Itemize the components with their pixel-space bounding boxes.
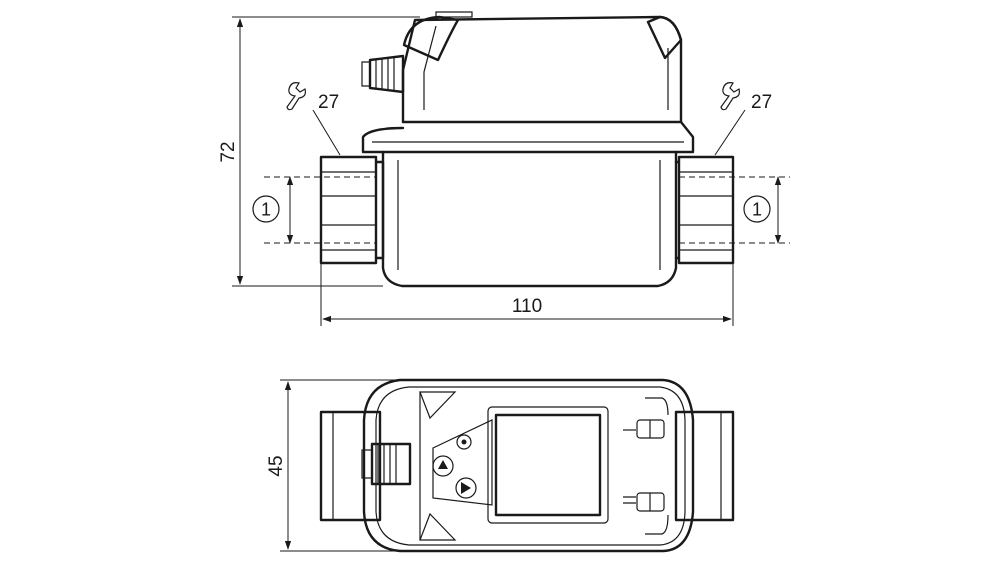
dimension-length-label: 110 <box>512 296 542 317</box>
top-view: 45 <box>266 378 735 553</box>
dimension-width: 45 <box>266 379 400 552</box>
wrench-icon <box>720 82 740 111</box>
top-view-display <box>494 413 602 517</box>
wrench-left: 27 <box>286 82 341 156</box>
right-port <box>674 155 735 265</box>
arrow-right-icon <box>461 482 471 494</box>
callout-right: 1 <box>743 195 771 223</box>
left-port <box>319 155 385 265</box>
top-view-connector <box>361 442 412 486</box>
top-view-led-2 <box>623 492 665 512</box>
dimension-width-label: 45 <box>266 455 287 476</box>
top-view-led-1 <box>623 419 665 439</box>
dimension-length: 110 <box>320 263 734 326</box>
side-view-top-housing <box>401 15 683 124</box>
wrench-icon <box>286 82 306 111</box>
wrench-right: 27 <box>714 82 772 156</box>
side-view-connector <box>361 54 405 94</box>
svg-text:27: 27 <box>318 92 339 113</box>
top-view-body <box>362 378 695 553</box>
side-view: 1 1 27 27 72 <box>218 11 790 326</box>
svg-text:1: 1 <box>261 200 271 220</box>
dimension-height-label: 72 <box>218 141 239 162</box>
side-view-body <box>381 150 678 288</box>
arrow-up-icon <box>438 460 448 469</box>
side-view-flange <box>361 120 695 154</box>
callout-left: 1 <box>252 195 280 223</box>
top-view-keypad <box>432 419 493 506</box>
dimension-height: 72 <box>218 16 420 287</box>
svg-text:1: 1 <box>752 200 762 220</box>
svg-text:27: 27 <box>751 92 772 113</box>
